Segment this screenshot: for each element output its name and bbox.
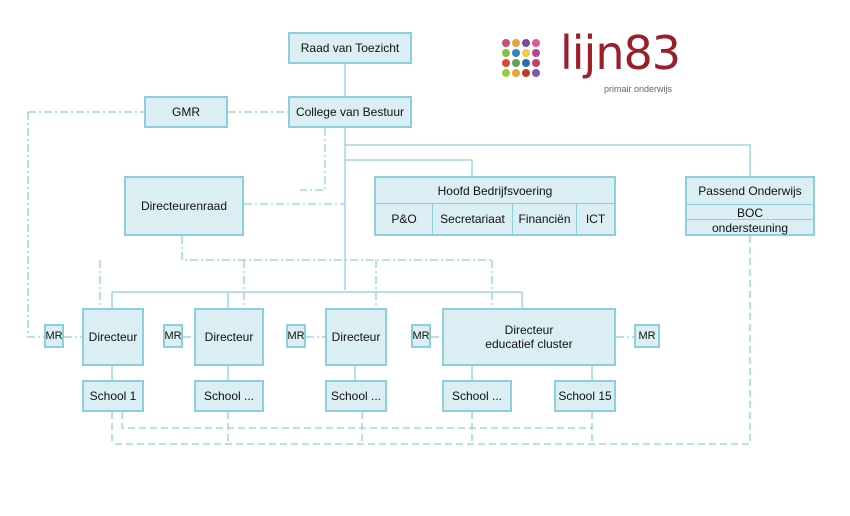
logo-dot <box>502 59 510 67</box>
logo-dot <box>512 39 520 47</box>
logo-dot <box>502 39 510 47</box>
passend-onderwijs-box: Passend Onderwijs BOC ondersteuning <box>685 176 815 236</box>
school-box: School 15 <box>554 380 616 412</box>
school-box: School ... <box>194 380 264 412</box>
logo-dot <box>532 49 540 57</box>
logo-tagline: primair onderwijs <box>604 84 673 94</box>
unit-secretariaat: Secretariaat <box>432 204 512 234</box>
unit-ict: ICT <box>576 204 614 234</box>
unit-financien: Financiën <box>512 204 576 234</box>
logo-dot <box>522 59 530 67</box>
hoofd-bedrijfsvoering-box: Hoofd Bedrijfsvoering P&O Secretariaat F… <box>374 176 616 236</box>
passend-onderwijs-title: Passend Onderwijs <box>687 178 813 205</box>
logo-dot <box>522 69 530 77</box>
directeur-box: Directeur <box>325 308 387 366</box>
directeur-cluster-label-1: Directeur <box>504 323 554 337</box>
gmr-box: GMR <box>144 96 228 128</box>
raad-van-toezicht-box: Raad van Toezicht <box>288 32 412 64</box>
directeur-label: Directeur <box>88 330 138 344</box>
school-label: School ... <box>330 389 382 403</box>
logo-dot <box>502 49 510 57</box>
logo-wordmark: lijn83 <box>560 26 681 80</box>
school-label: School ... <box>451 389 503 403</box>
mr-box: MR <box>411 324 431 348</box>
school-box: School 1 <box>82 380 144 412</box>
directeurenraad-label: Directeurenraad <box>140 199 228 213</box>
school-label: School ... <box>203 389 255 403</box>
school-label: School 1 <box>89 389 137 403</box>
directeur-box: Directeur <box>82 308 144 366</box>
directeur-box: Directeur <box>194 308 264 366</box>
mr-label: MR <box>638 330 656 342</box>
mr-label: MR <box>412 330 430 342</box>
logo-dot <box>522 49 530 57</box>
school-label: School 15 <box>558 389 612 403</box>
logo-dot <box>532 59 540 67</box>
mr-box: MR <box>163 324 183 348</box>
raad-van-toezicht-label: Raad van Toezicht <box>300 41 400 55</box>
directeur-cluster-label-2: educatief cluster <box>485 337 573 351</box>
logo-dot <box>512 69 520 77</box>
boc-ondersteuning-label: ondersteuning <box>711 221 789 235</box>
logo-dot <box>532 69 540 77</box>
boc-label: BOC <box>687 206 813 220</box>
directeurenraad-box: Directeurenraad <box>124 176 244 236</box>
mr-box: MR <box>286 324 306 348</box>
logo-dot <box>512 59 520 67</box>
school-box: School ... <box>325 380 387 412</box>
college-van-bestuur-label: College van Bestuur <box>295 105 405 119</box>
school-box: School ... <box>442 380 512 412</box>
logo-dot <box>532 39 540 47</box>
mr-label: MR <box>45 330 63 342</box>
logo-dot <box>512 49 520 57</box>
unit-po: P&O <box>391 212 417 226</box>
directeur-cluster-box: Directeur educatief cluster <box>442 308 616 366</box>
directeur-label: Directeur <box>331 330 381 344</box>
mr-label: MR <box>287 330 305 342</box>
directeur-label: Directeur <box>204 330 254 344</box>
logo-dot <box>502 69 510 77</box>
lijn83-logo: lijn83 primair onderwijs <box>500 28 690 98</box>
mr-label: MR <box>164 330 182 342</box>
hoofd-bedrijfsvoering-title: Hoofd Bedrijfsvoering <box>376 178 614 204</box>
gmr-label: GMR <box>172 105 200 119</box>
college-van-bestuur-box: College van Bestuur <box>288 96 412 128</box>
logo-dot <box>522 39 530 47</box>
mr-box: MR <box>634 324 660 348</box>
mr-box: MR <box>44 324 64 348</box>
